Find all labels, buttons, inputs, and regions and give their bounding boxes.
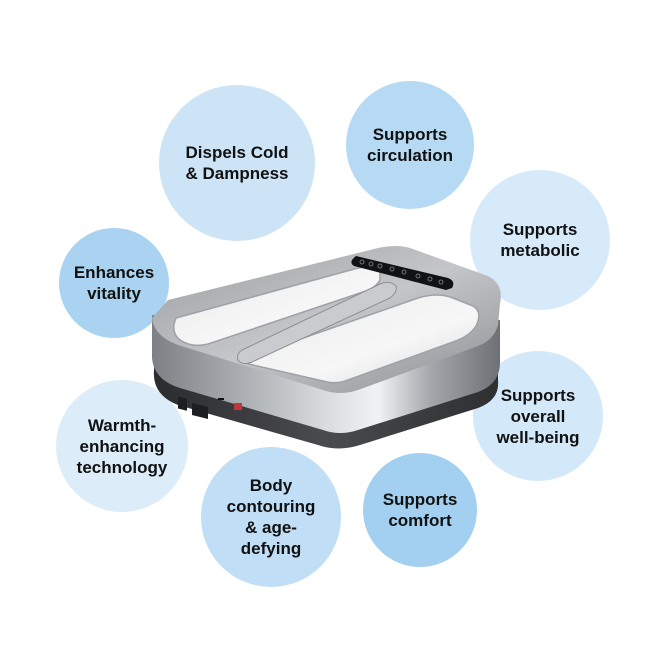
benefit-label: Warmth- enhancing technology [76, 415, 168, 477]
benefit-bubble-warmth: Warmth- enhancing technology [56, 380, 188, 512]
benefit-bubble-body-contouring: Body contouring & age- defying [201, 447, 341, 587]
benefit-label: Supports circulation [367, 125, 453, 165]
benefit-label: Enhances vitality [73, 263, 155, 303]
benefit-bubble-comfort: Supports comfort [363, 453, 477, 567]
power-switch[interactable] [234, 403, 242, 410]
benefit-bubble-vitality: Enhances vitality [59, 228, 169, 338]
benefit-label: Supports overall well-being [496, 385, 580, 447]
benefit-label: Dispels Cold & Dampness [185, 143, 289, 183]
benefit-label: Body contouring & age- defying [226, 476, 316, 558]
benefit-label: Supports comfort [382, 490, 458, 530]
benefit-bubble-circulation: Supports circulation [346, 81, 474, 209]
product-image [152, 246, 501, 449]
benefit-label: Supports metabolic [500, 220, 580, 260]
benefit-bubble-dispels-cold: Dispels Cold & Dampness [159, 85, 315, 241]
control-panel[interactable] [351, 256, 454, 290]
